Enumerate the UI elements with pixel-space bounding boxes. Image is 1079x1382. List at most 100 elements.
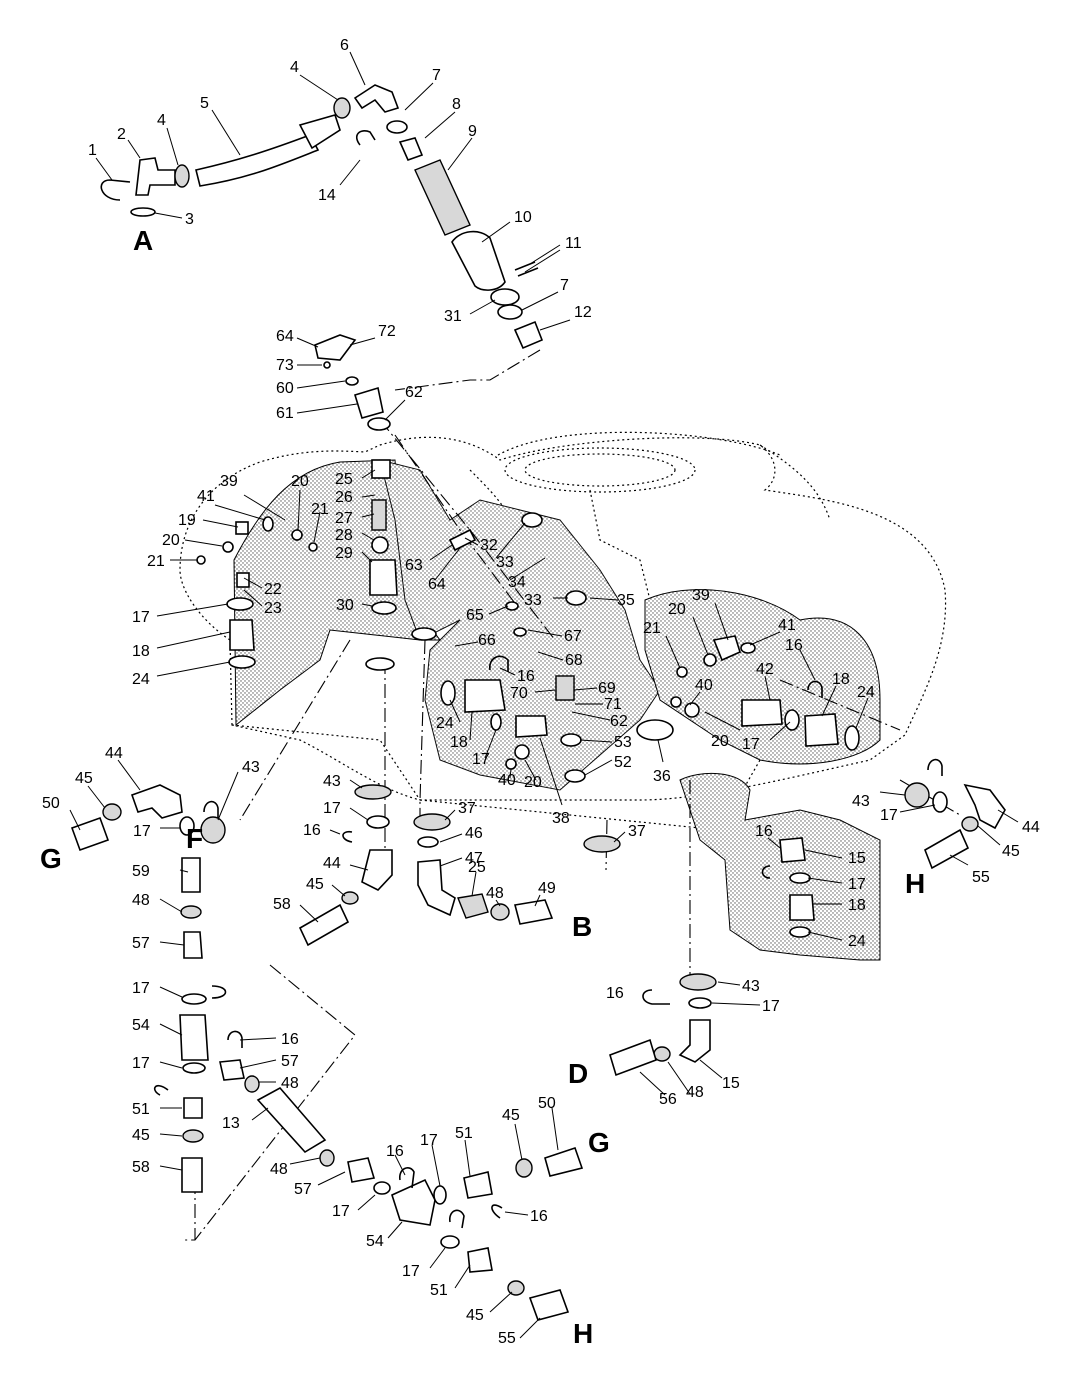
callout: 20: [524, 774, 542, 791]
callout: 16: [386, 1143, 404, 1160]
pins-11: [514, 261, 539, 277]
callout: 42: [756, 661, 774, 678]
callout: 54: [132, 1017, 150, 1034]
callout: 11: [565, 235, 582, 252]
callout: 72: [378, 323, 396, 340]
coupling-18b: [464, 679, 506, 713]
elbow-39: [712, 635, 741, 662]
spring-27: [371, 499, 387, 531]
hairpin-clip-16m: [449, 1209, 465, 1229]
callout: 68: [565, 652, 583, 669]
hose-5: [195, 134, 320, 187]
fitting-19: [235, 521, 249, 535]
hose-50b: [544, 1146, 584, 1177]
callout: 18: [832, 671, 850, 688]
section-labels: A B D F G H G H: [40, 225, 925, 1349]
fitting-28: [371, 536, 389, 554]
fitting-25: [371, 459, 391, 479]
fitting-51c: [467, 1247, 493, 1273]
o-ring-52: [564, 769, 586, 783]
callout: 31: [444, 308, 462, 325]
o-ring-17h: [688, 997, 712, 1009]
o-ring-17c: [784, 709, 800, 731]
o-ring-65: [505, 601, 519, 611]
callout: 25: [335, 471, 353, 488]
callout: 21: [643, 620, 661, 637]
tank-hatched-panels: [233, 459, 881, 961]
callout: 45: [1002, 843, 1020, 860]
callout: 17: [848, 876, 866, 893]
o-ring-17b: [490, 713, 502, 731]
clamp-48e: [319, 1149, 335, 1167]
o-ring-17j: [182, 1062, 206, 1074]
hairpin-clip-1: [100, 179, 131, 201]
o-ring-24d: [789, 926, 811, 938]
fitting-20d: [703, 653, 717, 667]
callout: 16: [785, 637, 803, 654]
adapter-8: [398, 137, 424, 162]
callout: 6: [340, 37, 349, 54]
strainer-screen-9: [414, 159, 471, 236]
callout: 35: [617, 592, 635, 609]
callout: 18: [132, 643, 150, 660]
callout: 17: [132, 1055, 150, 1072]
callout: 27: [335, 510, 353, 527]
coupling-18d: [789, 894, 815, 921]
callout: 14: [318, 187, 336, 204]
callout: 43: [242, 759, 260, 776]
o-ring-60: [345, 376, 359, 386]
callout: 40: [695, 677, 713, 694]
callout: 15: [722, 1075, 740, 1092]
strainer-bowl-10: [451, 230, 506, 291]
callout: 52: [614, 754, 632, 771]
hose-end-5: [298, 114, 341, 150]
nut-43a: [200, 816, 226, 844]
callout: 12: [574, 304, 592, 321]
callout: 41: [197, 488, 215, 505]
o-ring-41b: [740, 642, 756, 654]
section-label-b: B: [572, 911, 592, 942]
o-ring-30: [371, 601, 397, 615]
callout: 7: [432, 67, 441, 84]
shaft-63: [448, 528, 477, 552]
callout: 48: [686, 1084, 704, 1101]
elbow-44b: [361, 849, 393, 891]
callout: 4: [157, 112, 166, 129]
callout: 39: [692, 587, 710, 604]
fitting-57a: [183, 931, 203, 959]
hose-58b: [181, 1157, 203, 1193]
hose-49: [514, 899, 554, 925]
callout: 58: [273, 896, 291, 913]
callout: 45: [502, 1107, 520, 1124]
callout: 15: [848, 850, 866, 867]
spring-70: [555, 675, 575, 701]
callout: 16: [281, 1031, 299, 1048]
callout: 37: [628, 823, 646, 840]
callout: 17: [762, 998, 780, 1015]
callout: 23: [264, 600, 282, 617]
fitting-21a: [308, 542, 318, 552]
callout: 19: [178, 512, 196, 529]
callout: 44: [1022, 819, 1040, 836]
callout: 24: [848, 933, 866, 950]
callout: 20: [668, 601, 686, 618]
hose-clamp-4a: [174, 164, 190, 188]
clamp-48d: [244, 1075, 260, 1093]
section-label-g-left: G: [40, 843, 62, 874]
hairpin-clip-14: [355, 130, 376, 146]
callout: 34: [508, 574, 526, 591]
o-ring-17d: [179, 816, 195, 836]
hose-55a: [924, 828, 970, 870]
clamp-48a: [490, 903, 510, 921]
fitting-21c: [676, 666, 688, 678]
clamp-45f: [507, 1280, 525, 1296]
hairpin-clip-16b: [807, 680, 823, 698]
callout: 3: [185, 211, 194, 228]
section-label-h-bottom: H: [573, 1318, 593, 1349]
callout: 26: [335, 489, 353, 506]
section-label-f: F: [186, 823, 203, 854]
callout: 44: [323, 855, 341, 872]
valve-body-61: [354, 386, 384, 419]
callout: 16: [530, 1208, 548, 1225]
callout: 16: [606, 985, 624, 1002]
